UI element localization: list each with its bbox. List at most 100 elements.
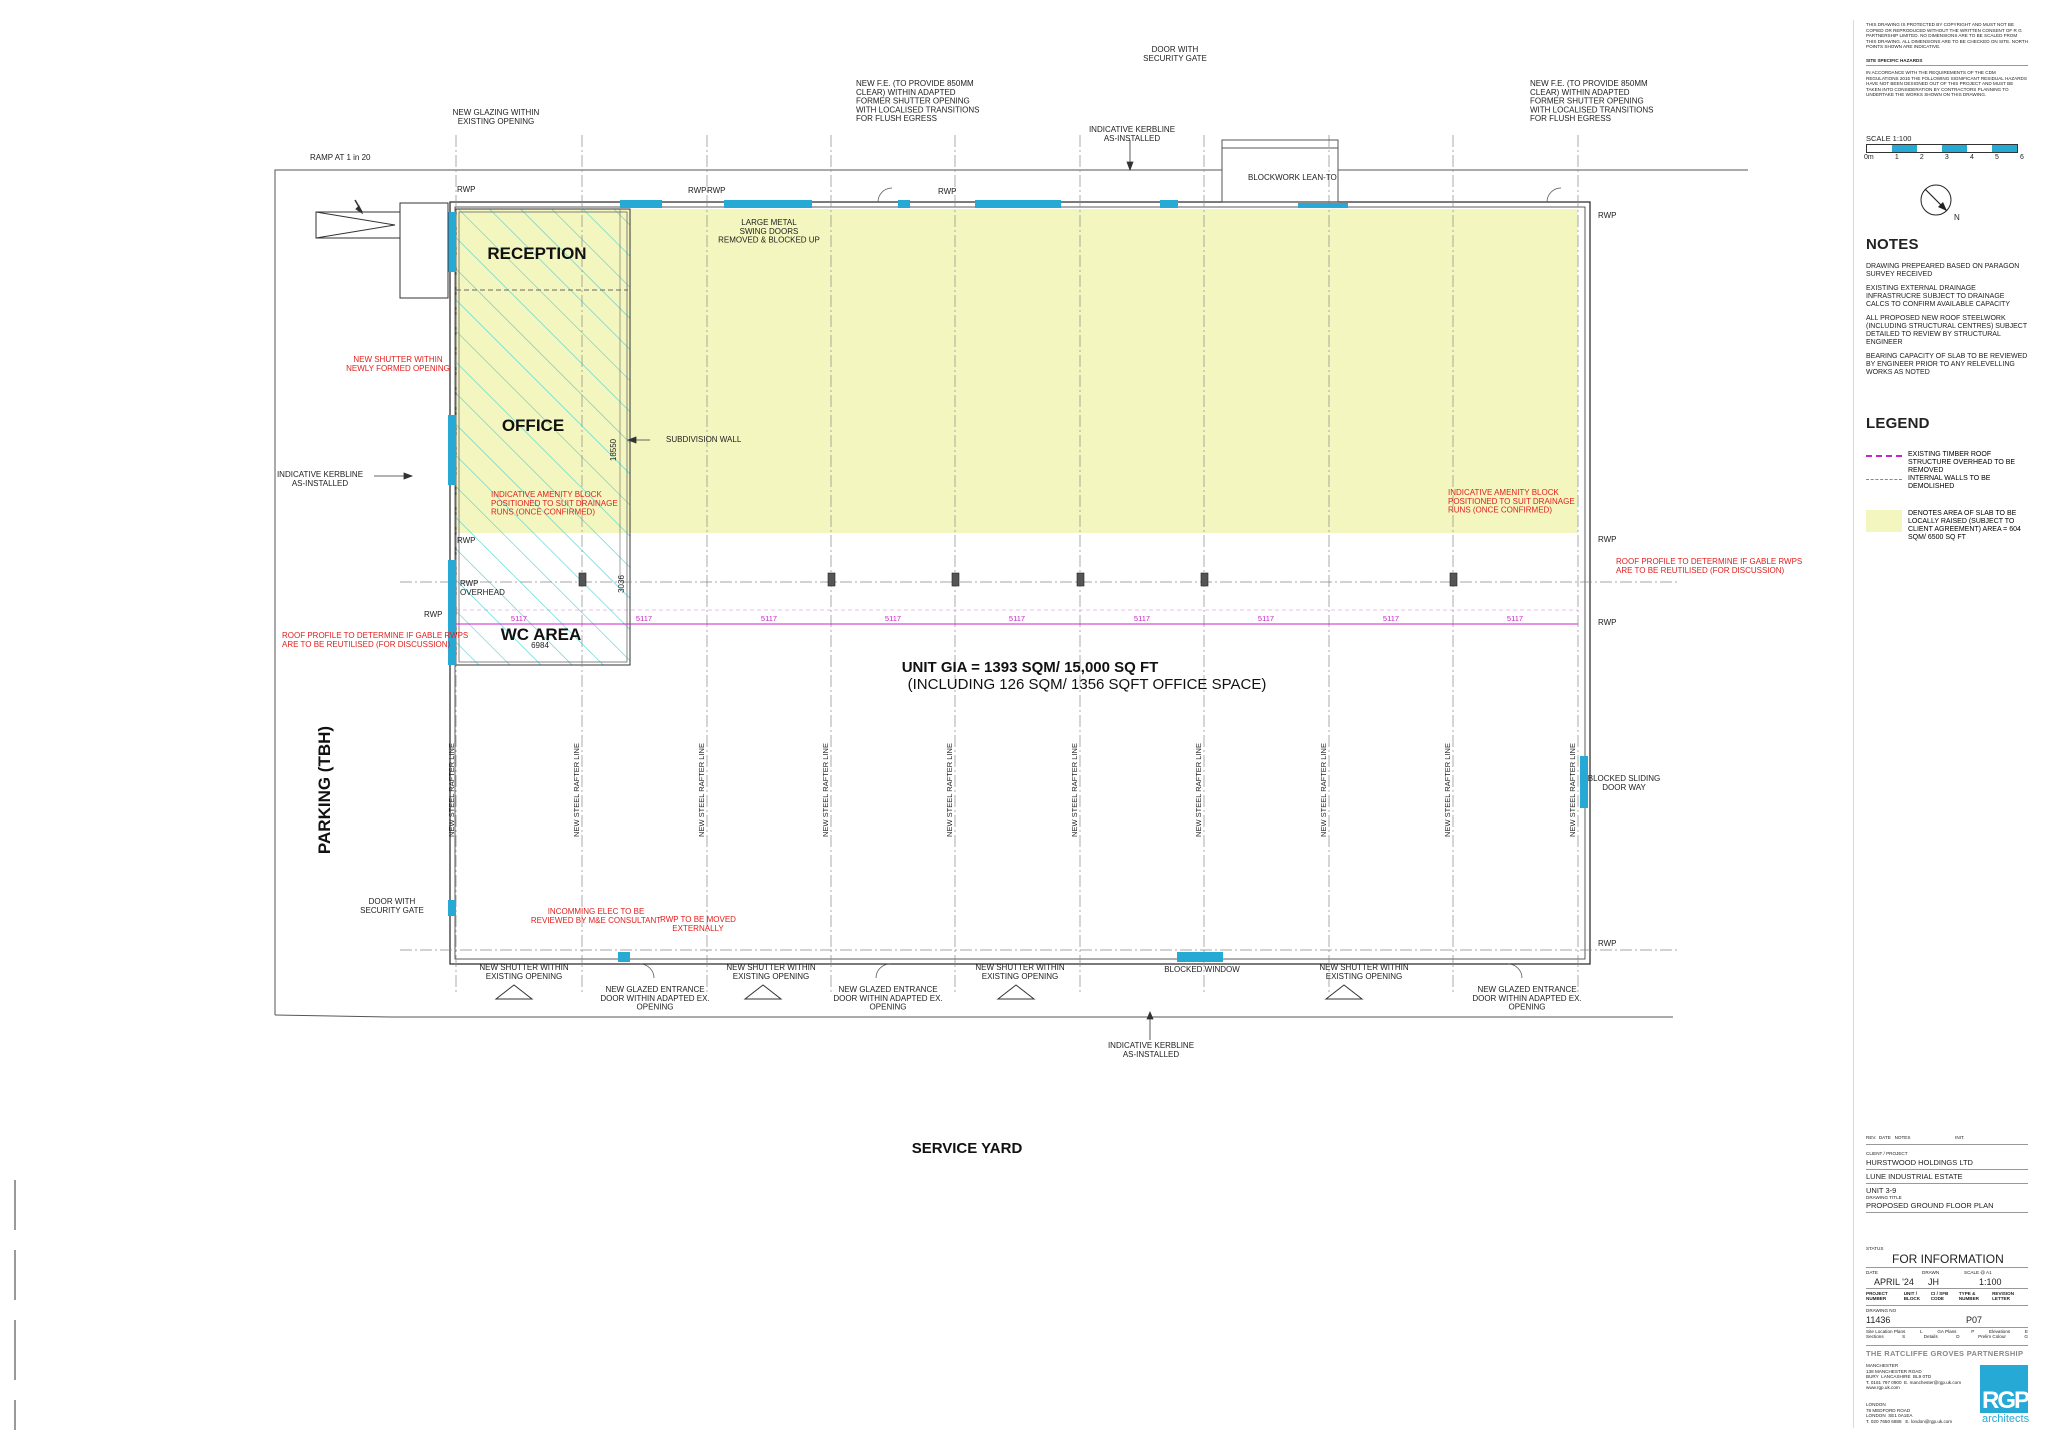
notes-list: DRAWING PREPEARED BASED ON PARAGON SURVE… bbox=[1866, 263, 2028, 383]
hazards-heading: SITE SPECIFIC HAZARDS bbox=[1866, 58, 1923, 63]
label-dim-5117: 5117 bbox=[1507, 614, 1523, 623]
kerbline-arrows bbox=[374, 140, 1154, 1040]
legend-magenta-dash-icon bbox=[1866, 455, 1902, 475]
hazards-text: IN ACCORDANCE WITH THE REQUIREMENTS OF T… bbox=[1866, 70, 2027, 97]
label-rafter-line: NEW STEEL RAFTER LINE bbox=[945, 743, 954, 837]
existing-roof-line bbox=[456, 609, 1578, 625]
label-dim-5117: 5117 bbox=[511, 614, 527, 623]
label-service-yard: SERVICE YARD bbox=[912, 1140, 1023, 1157]
scale-bar bbox=[1866, 144, 2018, 153]
drawing-number: 11436 bbox=[1866, 1315, 1891, 1325]
rgp-logo: RGP bbox=[1980, 1365, 2030, 1414]
code-labels: PROJECT NUMBER UNIT / BLOCK CI / SFB COD… bbox=[1866, 1291, 2015, 1301]
label-rafter-line: NEW STEEL RAFTER LINE bbox=[447, 743, 456, 837]
label-parking: PARKING (TBH) bbox=[315, 726, 334, 854]
shutter-markers bbox=[494, 984, 1364, 1000]
logo-subtitle: architects bbox=[1982, 1413, 2030, 1425]
label-rwp: RWP bbox=[688, 186, 707, 195]
drawn-value: JH bbox=[1928, 1277, 1939, 1287]
label-dim-18550: 18550 bbox=[609, 438, 618, 461]
legend-heading: LEGEND bbox=[1866, 415, 1930, 432]
label-dim-5117: 5117 bbox=[761, 614, 777, 623]
date-value: APRIL '24 bbox=[1874, 1277, 1914, 1287]
legend-item-roof: EXISTING TIMBER ROOF STRUCTURE OVERHEAD … bbox=[1866, 451, 2028, 475]
unit-name: UNIT 3-9 bbox=[1866, 1186, 1897, 1195]
label-rafter-line: NEW STEEL RAFTER LINE bbox=[572, 743, 581, 837]
room-reception: RECEPTION bbox=[487, 244, 586, 263]
label-dim-5117: 5117 bbox=[1134, 614, 1150, 623]
note-item: BEARING CAPACITY OF SLAB TO BE REVIEWED … bbox=[1866, 353, 2028, 376]
label-rafter-line: NEW STEEL RAFTER LINE bbox=[1568, 743, 1577, 837]
status-value: FOR INFORMATION bbox=[1892, 1252, 2004, 1266]
label-blocked-window: BLOCKED WINDOW bbox=[1164, 965, 1240, 974]
practice-name: THE RATCLIFFE GROVES PARTNERSHIP bbox=[1866, 1349, 2024, 1358]
room-office: OFFICE bbox=[502, 416, 564, 435]
label-rafter-line: NEW STEEL RAFTER LINE bbox=[1443, 743, 1452, 837]
label-rwp: RWP bbox=[1598, 211, 1617, 220]
door-swings bbox=[639, 187, 1562, 979]
revision-value: P07 bbox=[1966, 1315, 1983, 1325]
legend-item-slab: DENOTES AREA OF SLAB TO BE LOCALLY RAISE… bbox=[1866, 510, 2028, 542]
raised-slab-area bbox=[456, 209, 1578, 533]
structural-grid bbox=[400, 135, 1680, 995]
label-rafter-line: NEW STEEL RAFTER LINE bbox=[697, 743, 706, 837]
label-blockwork-leanto: BLOCKWORK LEAN-TO bbox=[1248, 173, 1337, 182]
label-rwp: RWP bbox=[938, 187, 957, 196]
label-rafter-line: NEW STEEL RAFTER LINE bbox=[821, 743, 830, 837]
label-dim-5117: 5117 bbox=[1258, 614, 1274, 623]
legend-yellow-fill-icon bbox=[1866, 510, 1902, 532]
label-dim-6984: 6984 bbox=[531, 641, 549, 650]
label-rwp: RWP bbox=[457, 185, 476, 194]
legend-item-walls: INTERNAL WALLS TO BE DEMOLISHED bbox=[1866, 475, 2028, 491]
drawing-title: PROPOSED GROUND FLOOR PLAN bbox=[1866, 1201, 1994, 1210]
north-arrow-icon: N bbox=[1920, 184, 1960, 222]
label-rafter-line: NEW STEEL RAFTER LINE bbox=[1319, 743, 1328, 837]
manchester-address: MANCHESTER 138 MANCHESTER ROAD BURY LANC… bbox=[1866, 1363, 1962, 1390]
note-item: EXISTING EXTERNAL DRAINAGE INFRASTRUCRE … bbox=[1866, 285, 2011, 308]
copyright-note: THIS DRAWING IS PROTECTED BY COPYRIGHT A… bbox=[1866, 22, 2028, 49]
blocked-openings bbox=[448, 200, 1588, 962]
client-label: CLIENT / PROJECT bbox=[1866, 1151, 1908, 1156]
svg-text:N: N bbox=[1954, 213, 1960, 222]
label-dim-5117: 5117 bbox=[636, 614, 652, 623]
title-block: THIS DRAWING IS PROTECTED BY COPYRIGHT A… bbox=[1853, 20, 2032, 1428]
legend-grey-dash-icon bbox=[1866, 479, 1902, 491]
label-ramp: RAMP AT 1 in 20 bbox=[310, 153, 371, 162]
project-name: LUNE INDUSTRIAL ESTATE bbox=[1866, 1172, 1963, 1181]
room-wc-area: WC AREA bbox=[501, 625, 582, 644]
client-name: HURSTWOOD HOLDINGS LTD bbox=[1866, 1158, 1973, 1167]
notes-heading: NOTES bbox=[1866, 236, 1919, 253]
scale-ticks: 0m 1 2 3 4 5 6 bbox=[1864, 154, 2024, 161]
label-rafter-line: NEW STEEL RAFTER LINE bbox=[1070, 743, 1079, 837]
revision-header: REV. DATE NOTES INIT. bbox=[1866, 1135, 1965, 1140]
label-rwp: RWP bbox=[1598, 939, 1617, 948]
unit-gia-sub: (INCLUDING 126 SQM/ 1356 SQFT OFFICE SPA… bbox=[908, 676, 1267, 693]
note-item: DRAWING PREPEARED BASED ON PARAGON SURVE… bbox=[1866, 263, 2020, 278]
label-rwp: RWP bbox=[707, 186, 726, 195]
label-rwp: RWP bbox=[424, 610, 443, 619]
scale-label: SCALE 1:100 bbox=[1866, 134, 1912, 143]
london-address: LONDON 78 MEDFORD ROAD LONDON SE1 0A1EA … bbox=[1866, 1402, 1953, 1424]
label-dim-3036: 3036 bbox=[617, 575, 626, 593]
